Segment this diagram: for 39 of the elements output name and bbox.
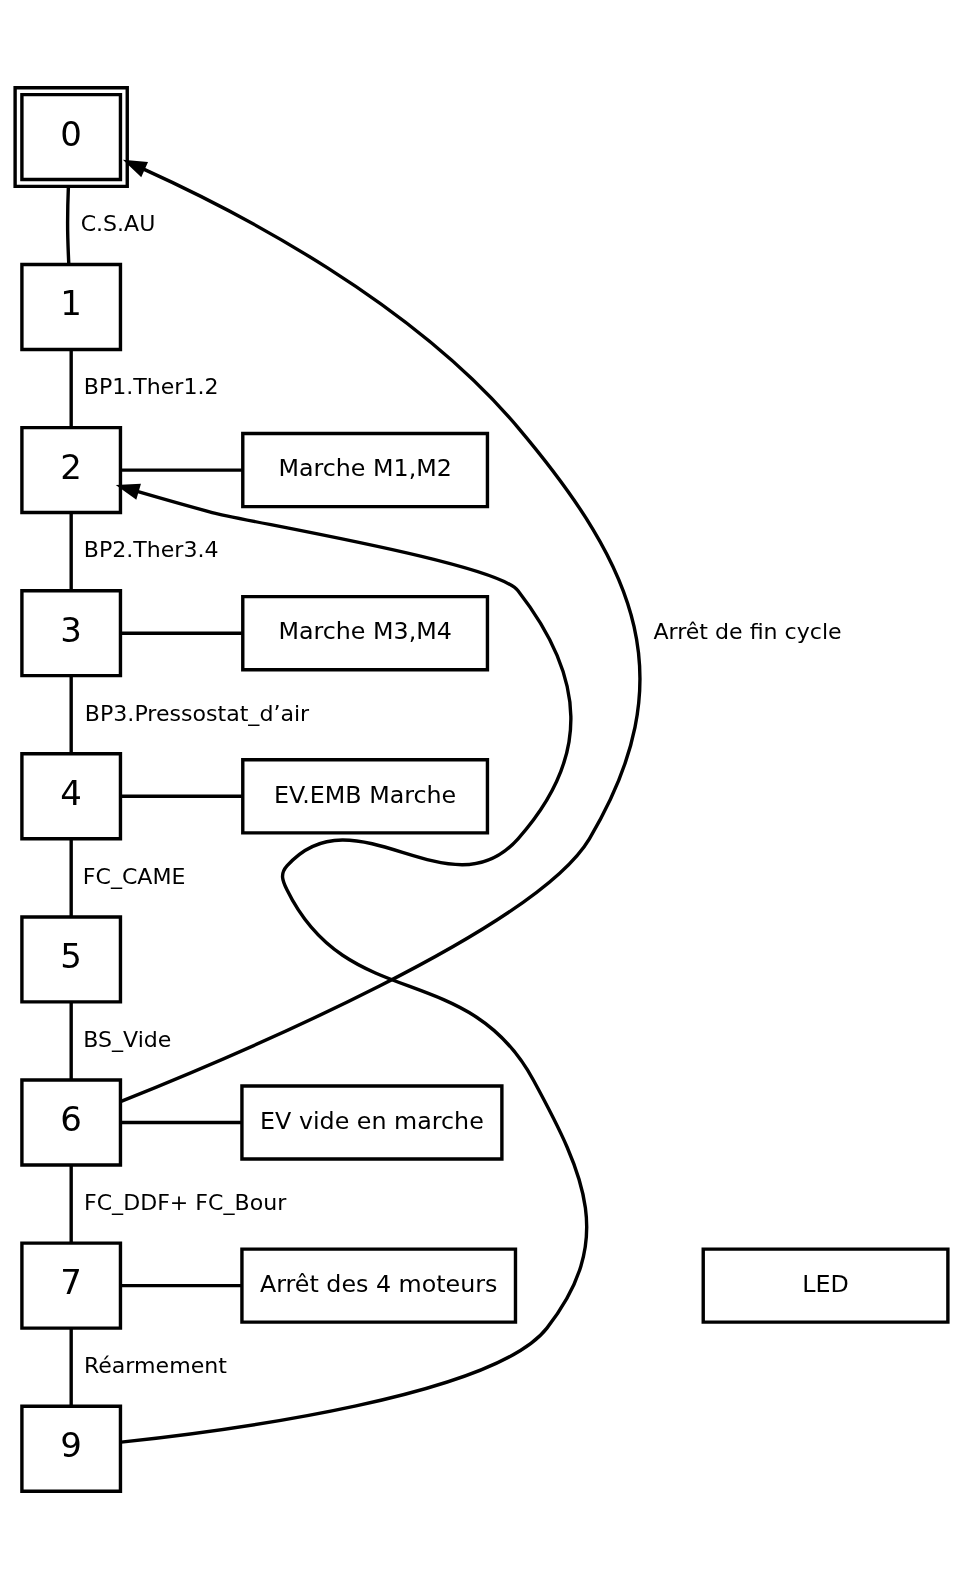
connector [69, 676, 73, 754]
edge-label: BP2.Ther3.4 [83, 537, 219, 563]
node-box: Marche M1,M2 [241, 431, 490, 509]
node-box: 3 [20, 589, 123, 678]
edge-label: BS_Vide [83, 1026, 172, 1052]
connector [69, 839, 73, 917]
connector [120, 468, 243, 472]
edge-label: Arrêt de fin cycle [653, 618, 842, 644]
node-box: 7 [20, 1241, 123, 1330]
node-box: 2 [20, 425, 123, 515]
node-box: EV.EMB Marche [241, 758, 490, 835]
node-box: Arrêt des 4 moteurs [240, 1247, 518, 1324]
node-box: 0 [13, 86, 129, 189]
edge-label: BP1.Ther1.2 [83, 374, 219, 400]
node-box: 4 [20, 752, 123, 841]
connector [120, 631, 243, 635]
connector [69, 1328, 73, 1407]
node-box: 5 [20, 915, 123, 1004]
node-box: 1 [20, 262, 123, 352]
node-box: LED [701, 1247, 950, 1324]
edge-label: C.S.AU [80, 211, 156, 237]
connector [65, 186, 71, 265]
node-box: 9 [20, 1404, 123, 1493]
connector [121, 1283, 242, 1288]
connector [69, 1002, 73, 1080]
connector [120, 1120, 242, 1125]
edge-label: FC_DDF+ FC_Bour [83, 1189, 287, 1215]
node-box: 6 [20, 1078, 123, 1167]
connector [120, 794, 243, 798]
connector [69, 512, 73, 591]
connector [69, 349, 73, 428]
node-box: Marche M3,M4 [241, 594, 490, 672]
arrow [119, 159, 642, 1104]
connector [69, 1165, 73, 1243]
arrow [115, 483, 589, 1444]
edge-label: BP3.Pressostat_d’air [84, 700, 310, 726]
node-box: EV vide en marche [240, 1084, 504, 1161]
edge-label: Réarmement [83, 1352, 227, 1378]
edge-label: FC_CAME [82, 863, 186, 889]
